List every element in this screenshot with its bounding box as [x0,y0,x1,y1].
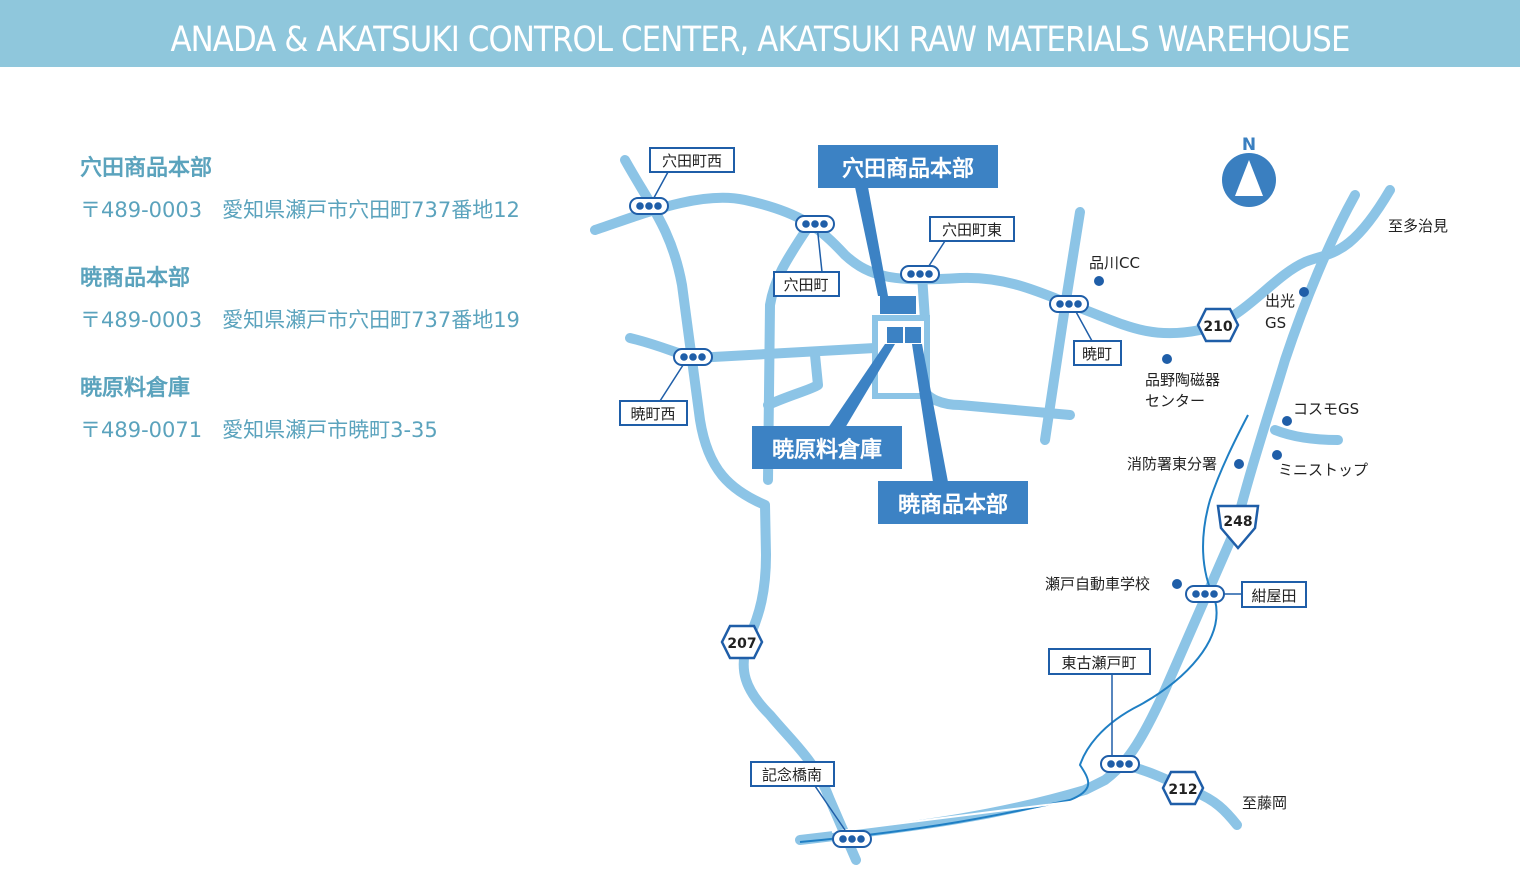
postal-code: 〒489-0071 [80,418,203,442]
location-name: 暁商品本部 [80,266,191,291]
intersection-konyada: 紺屋田 [1185,581,1307,608]
landmarks: 品川CC 出光 GS 品野陶磁器 センター コスモGS 消防署東分署 ミニストッ… [1045,217,1448,812]
intersection-label: 穴田町東 [942,221,1002,239]
intersection-box [1073,340,1122,366]
landmark-idemitsu-line1: 出光 [1265,292,1295,310]
location-anada-hq: 穴田商品本部 〒489-0003 愛知県瀬戸市穴田町737番地12 [80,150,520,224]
callout-label: 穴田商品本部 [842,156,974,182]
intersection-box [750,761,835,787]
direction-tajimi: 至多治見 [1388,217,1448,235]
intersection-anadacho: 穴田町 [773,215,840,297]
landmark-marker [1272,450,1282,460]
intersection-kinenbashi-minami: 記念橋南 [750,761,872,848]
landmark-marker [1172,579,1182,589]
route-number: 248 [1223,514,1252,530]
landmark-shinano-line2: センター [1145,392,1205,410]
intersection-label: 東古瀬戸町 [1061,654,1136,672]
intersection-label: 記念橋南 [762,766,822,784]
intersection-box [619,400,688,426]
landmark-driving-school: 瀬戸自動車学校 [1045,575,1150,593]
road-cosmo-east [1270,425,1343,445]
intersection-akatsukicho: 暁町 [1049,295,1122,366]
road-anadacho-south [763,219,815,485]
location-akatsuki-hq: 暁商品本部 〒489-0003 愛知県瀬戸市穴田町737番地19 [80,260,520,334]
location-name: 穴田商品本部 [80,156,213,181]
address-text: 愛知県瀬戸市穴田町737番地19 [222,308,520,332]
landmark-marker [1299,287,1309,297]
route-shield-212: 212 [1161,770,1205,806]
intersection-box [773,271,840,297]
landmark-marker [1234,459,1244,469]
landmark-marker [1282,416,1292,426]
compass-north-label: N [1242,135,1256,155]
postal-code: 〒489-0003 [80,308,203,332]
intersection-box [929,216,1015,242]
compass-icon: N [1222,135,1276,207]
intersection-anadacho-higashi: 穴田町東 [900,216,1015,283]
page-title: ANADA & AKATSUKI CONTROL CENTER, AKATSUK… [170,20,1350,60]
intersection-higashi-koseto: 東古瀬戸町 [1048,648,1151,773]
intersection-label: 暁町西 [630,405,675,423]
road-route-210 [590,185,1395,339]
intersection-akatsukicho-nishi: 暁町西 [619,348,713,426]
road-akatsukicho-north [1040,207,1085,445]
intersection-box [649,147,735,173]
landmark-idemitsu-line2: GS [1265,314,1286,332]
intersection-label: 暁町 [1082,345,1112,363]
landmark-cosmo-gs: コスモGS [1293,400,1359,418]
callout-box [878,481,1028,524]
compass-arrow [1235,160,1263,196]
callout-label: 暁原料倉庫 [772,437,882,463]
intersection-anadacho-nishi: 穴田町西 [629,147,735,215]
callout-box [818,145,998,188]
direction-fujioka: 至藤岡 [1242,794,1287,812]
road-route-207 [620,155,861,865]
callout-pointer [855,187,888,296]
callout-box [752,426,902,469]
landmark-fire-station: 消防署東分署 [1127,455,1217,473]
landmark-ministop: ミニストップ [1278,461,1368,479]
route-shield-248: 248 [1216,504,1260,550]
callout-pointer [828,344,895,428]
location-akatsuki-warehouse: 暁原料倉庫 〒489-0071 愛知県瀬戸市暁町3-35 [80,370,438,444]
intersection-label: 穴田町西 [662,152,722,170]
location-address: 〒489-0003 愛知県瀬戸市穴田町737番地19 [80,304,520,334]
callout-akatsuki-hq: 暁商品本部 [878,344,1028,524]
landmark-shinano-line1: 品野陶磁器 [1145,371,1220,389]
route-number: 207 [727,636,756,652]
route-shield-210: 210 [1196,307,1240,343]
postal-code: 〒489-0003 [80,198,203,222]
address-text: 愛知県瀬戸市穴田町737番地12 [222,198,520,222]
callout-akatsuki-warehouse: 暁原料倉庫 [752,344,902,469]
river [799,414,1249,843]
route-number: 212 [1168,782,1197,798]
intersection-box [1048,648,1151,675]
road-side-loop [763,350,823,410]
route-shield-207: 207 [720,624,764,660]
road-akatsukicho-west [625,333,880,363]
road-divider [831,799,1086,833]
akatsuki-warehouse-building [887,327,903,343]
location-name: 暁原料倉庫 [80,376,191,401]
header-bar: ANADA & AKATSUKI CONTROL CENTER, AKATSUK… [0,0,1520,67]
landmark-marker [1162,354,1172,364]
location-address: 〒489-0071 愛知県瀬戸市暁町3-35 [80,414,438,444]
landmark-shinagawa-cc: 品川CC [1089,254,1140,272]
callout-label: 暁商品本部 [898,492,1008,518]
callout-pointer [912,344,948,482]
callout-anada-hq: 穴田商品本部 [818,145,998,296]
route-number: 210 [1203,319,1232,335]
address-text: 愛知県瀬戸市暁町3-35 [222,418,438,442]
river-line [799,414,1249,843]
landmark-marker [1094,276,1104,286]
anada-hq-building [880,296,916,314]
intersection-label: 穴田町 [783,276,828,294]
akatsuki-hq-building [905,327,921,343]
intersection-box [1241,581,1307,608]
location-address: 〒489-0003 愛知県瀬戸市穴田町737番地12 [80,194,520,224]
intersection-label: 紺屋田 [1251,587,1296,605]
